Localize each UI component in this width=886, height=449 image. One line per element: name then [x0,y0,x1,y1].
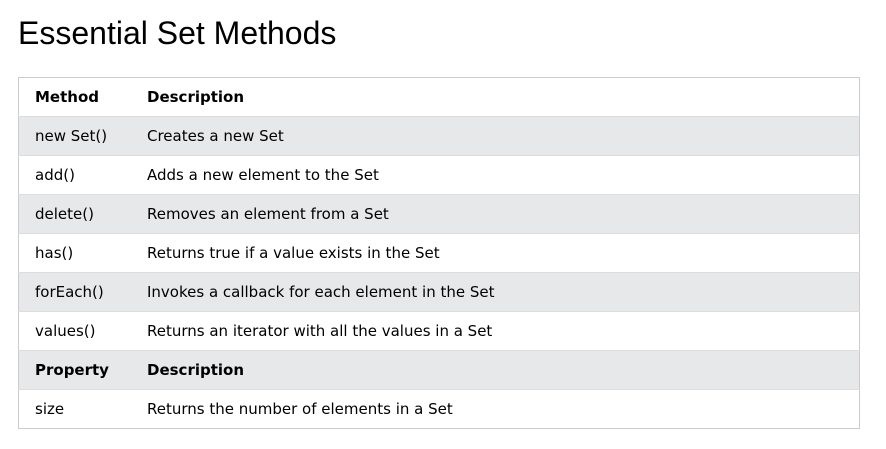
method-name-cell: forEach() [35,283,104,301]
table-row: forEach() Invokes a callback for each el… [18,272,860,312]
table-row: delete() Removes an element from a Set [18,194,860,234]
table-row: values() Returns an iterator with all th… [18,312,860,351]
page-title: Essential Set Methods [18,15,337,51]
table-row: add() Adds a new element to the Set [18,156,860,195]
method-name-cell: delete() [35,205,94,223]
method-name-cell: values() [35,322,96,340]
table-row: has() Returns true if a value exists in … [18,234,860,273]
column-header-description: Description [147,361,245,379]
property-description-cell: Returns the number of elements in a Set [147,400,453,418]
method-description-cell: Returns true if a value exists in the Se… [147,244,440,262]
column-header-description: Description [147,88,245,106]
method-description-cell: Returns an iterator with all the values … [147,322,493,340]
method-description-cell: Invokes a callback for each element in t… [147,283,495,301]
set-methods-table: Method Description new Set() Creates a n… [18,77,860,429]
column-header-method: Method [35,88,99,106]
table-header-row-methods: Method Description [18,78,860,117]
method-description-cell: Removes an element from a Set [147,205,389,223]
table-row: new Set() Creates a new Set [18,116,860,156]
property-name-cell: size [35,400,65,418]
method-description-cell: Adds a new element to the Set [147,166,379,184]
table-header-row-properties: Property Description [18,350,860,390]
column-header-property: Property [35,361,109,379]
method-name-cell: add() [35,166,75,184]
table-row: size Returns the number of elements in a… [19,390,860,429]
method-name-cell: new Set() [35,127,108,145]
method-name-cell: has() [35,244,74,262]
method-description-cell: Creates a new Set [147,127,284,145]
